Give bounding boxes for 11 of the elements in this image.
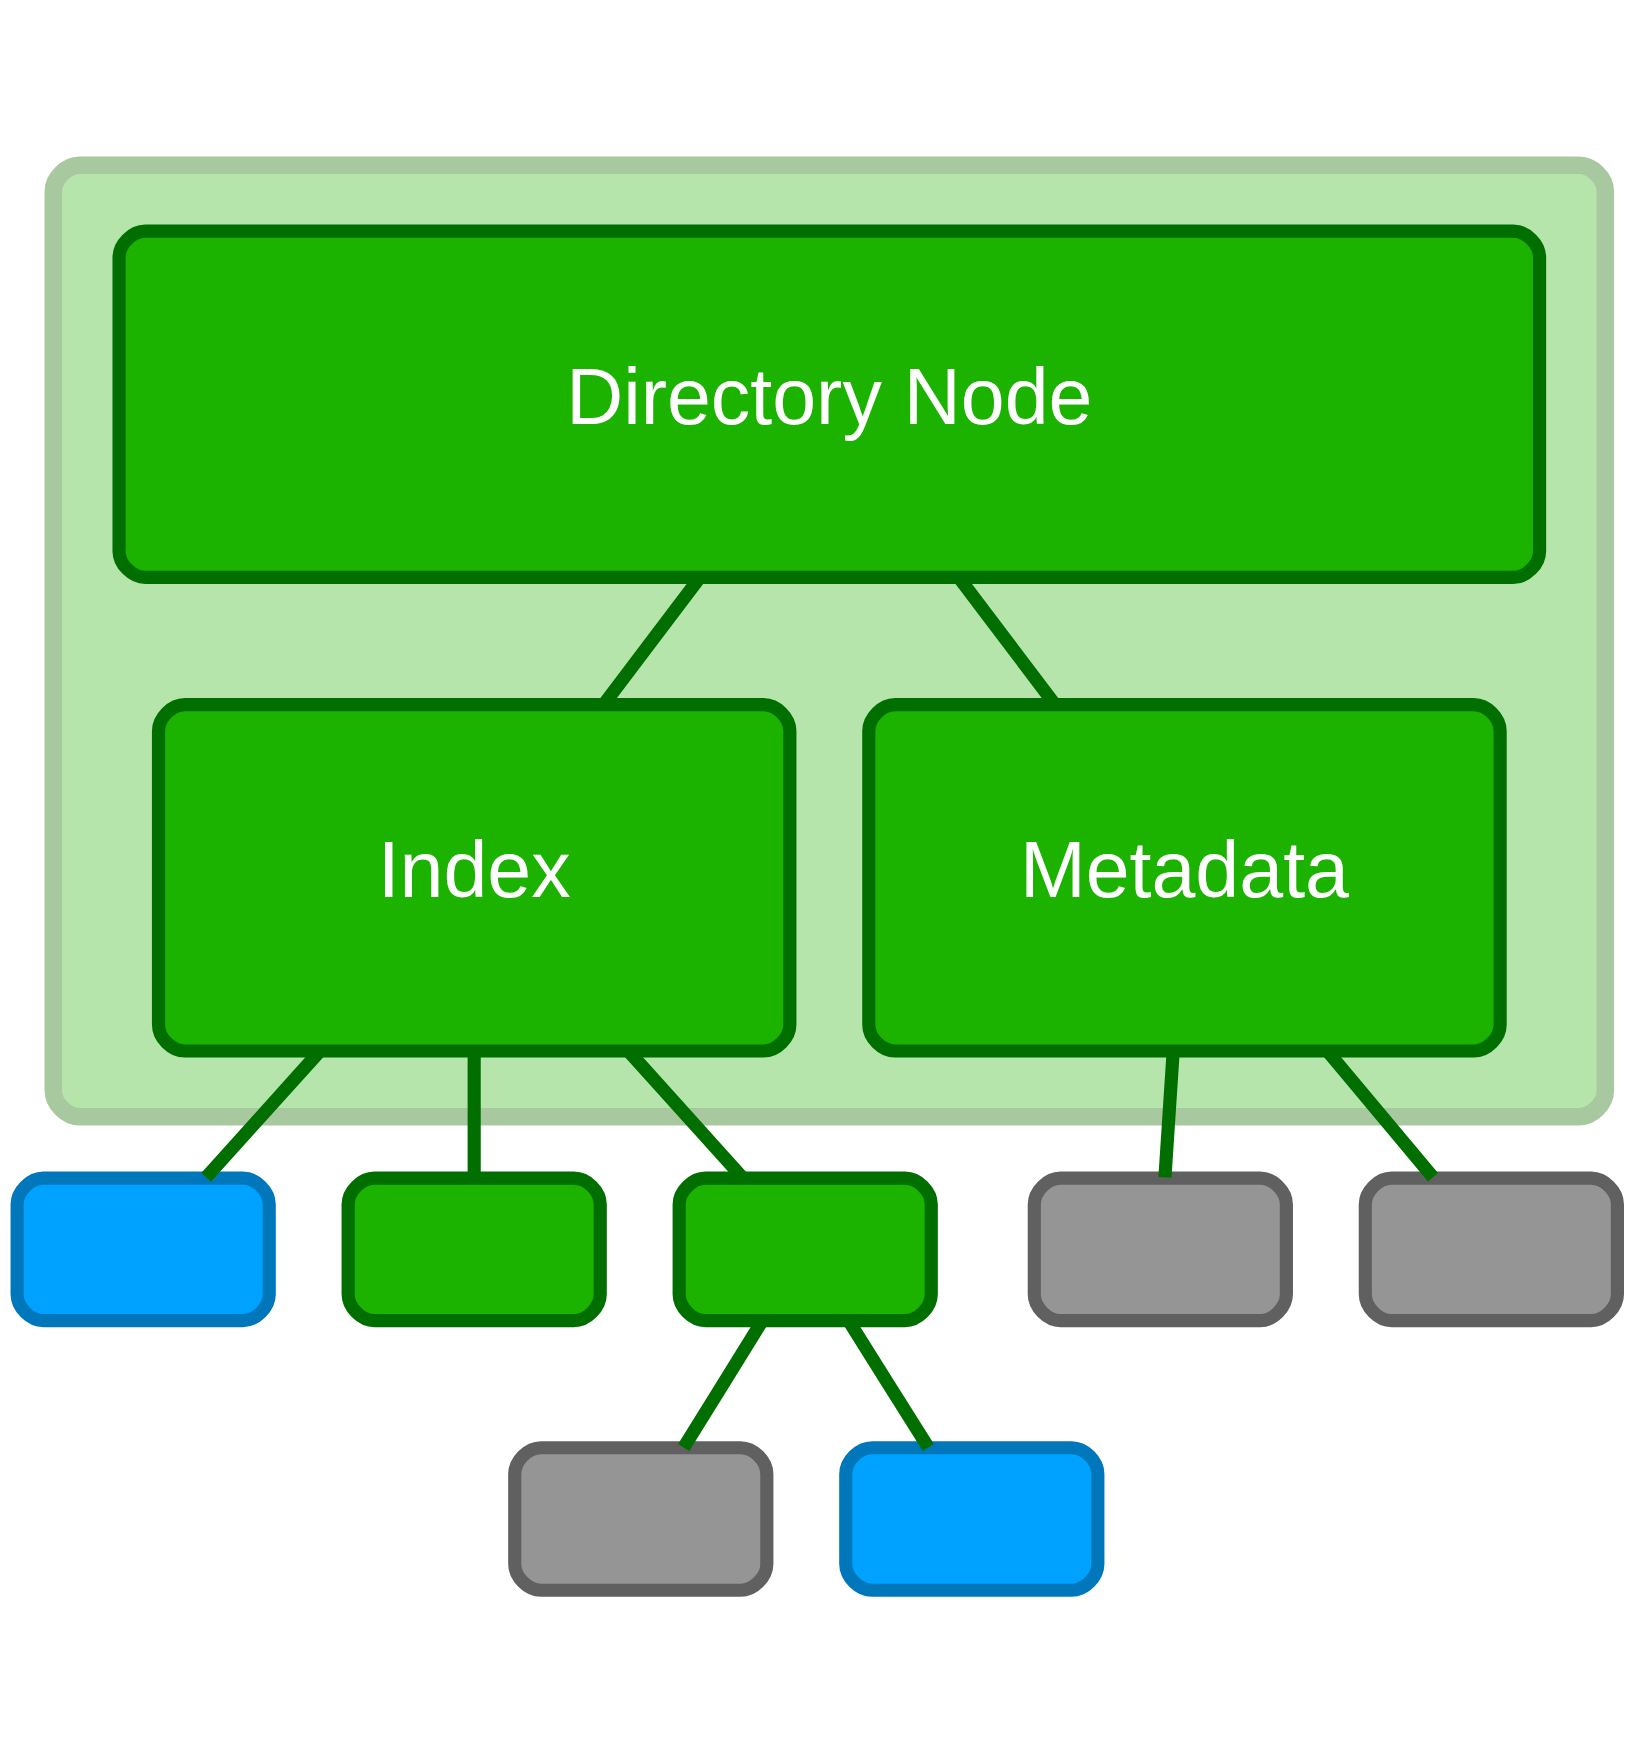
node-box: Metadata bbox=[862, 698, 1507, 1058]
node-box: Directory Node bbox=[112, 224, 1547, 584]
node-box bbox=[1358, 1171, 1624, 1328]
node-box: Index bbox=[151, 698, 797, 1058]
node-box bbox=[672, 1171, 938, 1328]
node-box bbox=[1027, 1171, 1293, 1328]
node-box bbox=[10, 1171, 276, 1328]
node-box bbox=[341, 1171, 607, 1328]
node-box bbox=[508, 1441, 774, 1597]
cluster bbox=[44, 156, 1615, 1126]
node-box bbox=[839, 1441, 1105, 1597]
